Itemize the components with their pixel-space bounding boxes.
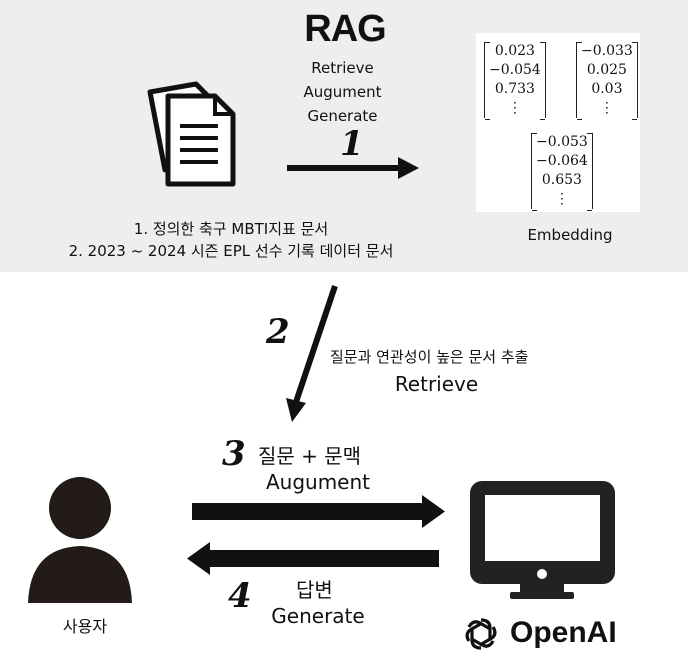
embedding-vector-2: −0.033 0.025 0.03 ⋮ bbox=[576, 42, 638, 120]
vector-value: ⋮ bbox=[599, 100, 614, 116]
embedding-label: Embedding bbox=[527, 226, 613, 244]
step3-number: 3 bbox=[222, 434, 246, 474]
vector-value: −0.033 bbox=[581, 43, 633, 59]
user-icon bbox=[28, 477, 132, 603]
documents-icon bbox=[147, 81, 236, 187]
rag-title: RAG bbox=[304, 8, 386, 50]
vector-value: −0.054 bbox=[489, 62, 541, 78]
vector-value: ⋮ bbox=[507, 100, 522, 116]
embedding-vectors: 0.023 −0.054 0.733 ⋮ −0.033 0.025 0.03 ⋮… bbox=[476, 33, 640, 212]
arrow-step3 bbox=[192, 495, 445, 528]
user-label: 사용자 bbox=[62, 617, 108, 636]
step2-description: 질문과 연관성이 높은 문서 추출 bbox=[330, 348, 529, 366]
embedding-vector-1: 0.023 −0.054 0.733 ⋮ bbox=[484, 42, 546, 120]
monitor-icon bbox=[470, 481, 615, 599]
vector-value: 0.733 bbox=[494, 81, 535, 97]
step1-number: 1 bbox=[340, 124, 364, 164]
openai-logo-icon bbox=[465, 618, 497, 650]
vector-value: 0.653 bbox=[541, 172, 582, 188]
vector-value: 0.025 bbox=[586, 62, 627, 78]
vector-value: 0.023 bbox=[494, 43, 535, 59]
step2-number: 2 bbox=[266, 312, 290, 352]
document-line-1: 1. 정의한 축구 MBTI지표 문서 bbox=[133, 220, 329, 238]
arrow-step1 bbox=[287, 157, 419, 179]
vector-value: ⋮ bbox=[554, 191, 569, 207]
step-generate: Generate bbox=[307, 107, 378, 125]
step4-number: 4 bbox=[228, 576, 252, 616]
step3-label: Augument bbox=[265, 470, 371, 494]
step-retrieve: Retrieve bbox=[311, 59, 374, 77]
document-line-2: 2. 2023 ~ 2024 시즌 EPL 선수 기록 데이터 문서 bbox=[68, 242, 394, 260]
step2-label: Retrieve bbox=[394, 372, 479, 396]
arrow-step4 bbox=[187, 542, 439, 575]
step-augument: Augument bbox=[303, 83, 382, 101]
vector-value: −0.053 bbox=[536, 134, 588, 150]
step3-description: 질문 + 문맥 bbox=[258, 444, 362, 468]
rag-steps-list: Retrieve Augument Generate bbox=[300, 56, 385, 128]
vector-value: 0.03 bbox=[591, 81, 623, 97]
documents-caption: 1. 정의한 축구 MBTI지표 문서 2. 2023 ~ 2024 시즌 EP… bbox=[0, 218, 462, 262]
arrow-step2 bbox=[286, 285, 338, 422]
embedding-vector-3: −0.053 −0.064 0.653 ⋮ bbox=[531, 133, 593, 211]
openai-brand-label: OpenAI bbox=[510, 616, 617, 649]
vector-value: −0.064 bbox=[536, 153, 588, 169]
step4-description: 답변 bbox=[296, 578, 333, 602]
step4-label: Generate bbox=[271, 604, 365, 628]
